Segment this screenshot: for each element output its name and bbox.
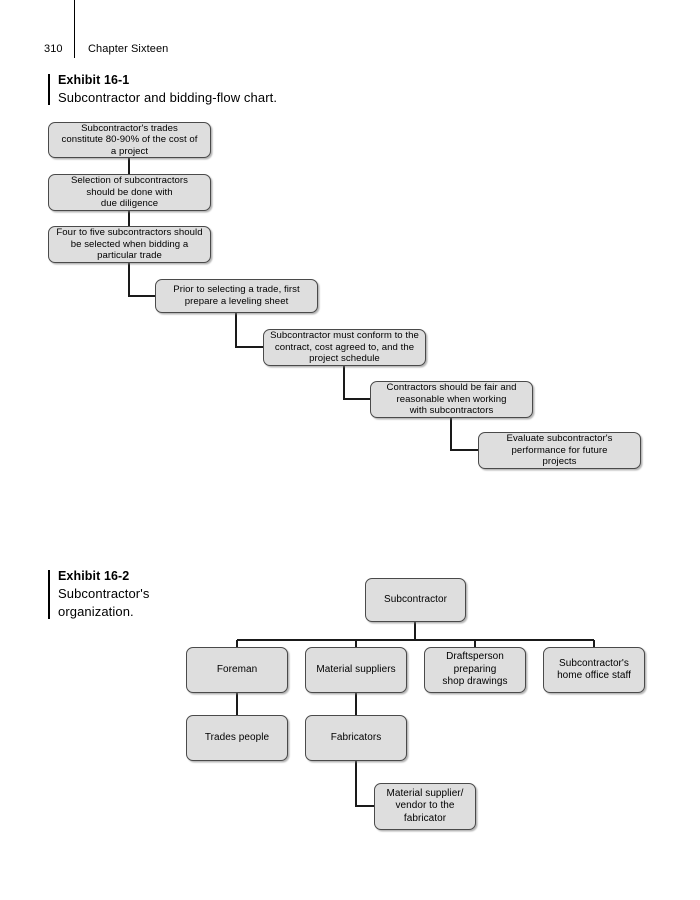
exhibit-16-1-caption: Exhibit 16-1 Subcontractor and bidding-f… (48, 72, 277, 107)
flow-node-conform-contract-cost-schedule[interactable]: Subcontractor must conform to the contra… (263, 329, 426, 366)
flow-node-selection-due-diligence[interactable]: Selection of subcontractors should be do… (48, 174, 211, 211)
edge-n4-n5 (235, 313, 263, 348)
exhibit-16-2-subtitle: Subcontractor's organization. (58, 586, 150, 619)
org-node-trades-people[interactable]: Trades people (186, 715, 288, 761)
flow-node-subcontractor-trades-cost[interactable]: Subcontractor's trades constitute 80-90%… (48, 122, 211, 158)
exhibit-16-1-title: Exhibit 16-1 (58, 73, 130, 87)
org-node-subcontractor[interactable]: Subcontractor (365, 578, 466, 622)
org-node-home-office-staff[interactable]: Subcontractor's home office staff (543, 647, 645, 693)
edge-n5-n6 (343, 366, 370, 400)
exhibit-16-1-subtitle: Subcontractor and bidding-flow chart. (58, 90, 278, 105)
page-number: 310 (44, 43, 63, 55)
page-margin-rule (74, 0, 75, 58)
org-node-draftsperson[interactable]: Draftsperson preparing shop drawings (424, 647, 526, 693)
org-node-material-supplier-vendor[interactable]: Material supplier/ vendor to the fabrica… (374, 783, 476, 830)
exhibit-16-2-caption: Exhibit 16-2 Subcontractor's organizatio… (48, 568, 149, 621)
flow-node-evaluate-performance[interactable]: Evaluate subcontractor's performance for… (478, 432, 641, 469)
chapter-name: Chapter Sixteen (88, 43, 169, 55)
edge-n6-n7 (450, 418, 478, 451)
flow-node-leveling-sheet[interactable]: Prior to selecting a trade, first prepar… (155, 279, 318, 313)
org-node-material-suppliers[interactable]: Material suppliers (305, 647, 407, 693)
org-node-foreman[interactable]: Foreman (186, 647, 288, 693)
edge-o7-o8 (355, 761, 374, 807)
flow-node-four-to-five-subcontractors[interactable]: Four to five subcontractors should be se… (48, 226, 211, 263)
org-node-fabricators[interactable]: Fabricators (305, 715, 407, 761)
exhibit-16-2-title: Exhibit 16-2 (58, 569, 130, 583)
flow-node-contractors-fair-reasonable[interactable]: Contractors should be fair and reasonabl… (370, 381, 533, 418)
edge-n3-n4 (128, 263, 155, 297)
